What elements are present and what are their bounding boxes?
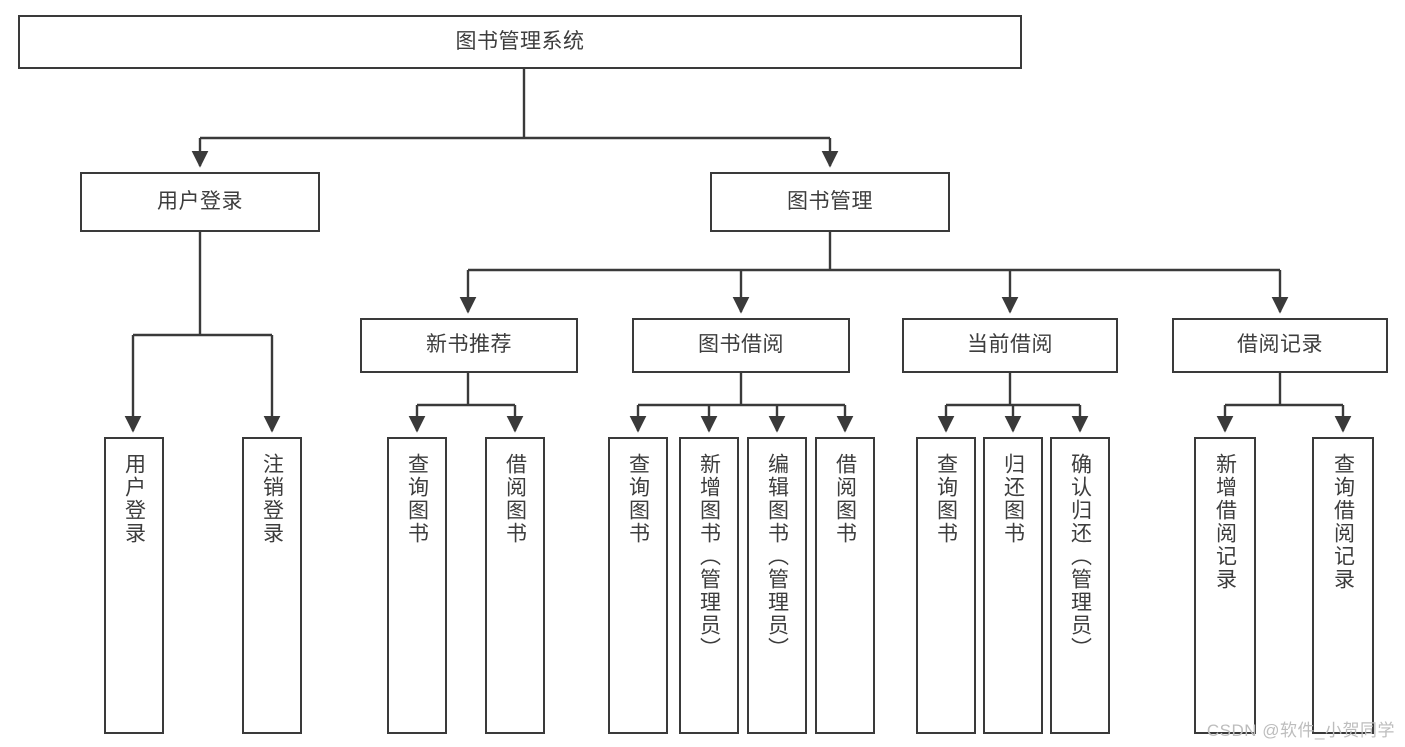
node-user-login-label: 用户登录	[157, 189, 243, 213]
node-borrow-record-label: 借阅记录	[1237, 333, 1323, 357]
leaf-current-query-book[interactable]: 查询图书	[916, 437, 976, 734]
leaf-new-book-borrow-label: 借阅图书	[503, 453, 527, 545]
leaf-current-query-book-label: 查询图书	[934, 453, 958, 545]
leaf-borrow-book[interactable]: 借阅图书	[815, 437, 875, 734]
leaf-add-book-admin-label: 新增图书（管理员）	[697, 453, 721, 660]
leaf-new-book-borrow[interactable]: 借阅图书	[485, 437, 545, 734]
node-current-borrow-label: 当前借阅	[967, 333, 1053, 357]
leaf-query-borrow-record-label: 查询借阅记录	[1331, 453, 1355, 591]
node-user-login[interactable]: 用户登录	[80, 172, 320, 232]
node-root-label: 图书管理系统	[455, 29, 585, 53]
node-book-borrow[interactable]: 图书借阅	[632, 318, 850, 373]
leaf-user-login[interactable]: 用户登录	[104, 437, 164, 734]
leaf-return-book-label: 归还图书	[1001, 453, 1025, 545]
leaf-add-borrow-record-label: 新增借阅记录	[1213, 453, 1237, 591]
leaf-add-borrow-record[interactable]: 新增借阅记录	[1194, 437, 1256, 734]
leaf-borrow-query-book-label: 查询图书	[626, 453, 650, 545]
watermark-text: CSDN @软件_小贺同学	[1206, 721, 1395, 740]
leaf-query-borrow-record[interactable]: 查询借阅记录	[1312, 437, 1374, 734]
node-new-book-recommend[interactable]: 新书推荐	[360, 318, 578, 373]
node-new-book-recommend-label: 新书推荐	[426, 333, 512, 357]
node-book-management-label: 图书管理	[787, 189, 873, 213]
node-book-borrow-label: 图书借阅	[698, 333, 784, 357]
leaf-new-book-query-label: 查询图书	[405, 453, 429, 545]
leaf-logout-login[interactable]: 注销登录	[242, 437, 302, 734]
leaf-borrow-book-label: 借阅图书	[833, 453, 857, 545]
node-borrow-record[interactable]: 借阅记录	[1172, 318, 1388, 373]
node-current-borrow[interactable]: 当前借阅	[902, 318, 1118, 373]
leaf-edit-book-admin-label: 编辑图书（管理员）	[765, 453, 789, 660]
node-root[interactable]: 图书管理系统	[18, 15, 1022, 69]
node-book-management[interactable]: 图书管理	[710, 172, 950, 232]
leaf-confirm-return-admin-label: 确认归还（管理员）	[1068, 453, 1092, 660]
leaf-edit-book-admin[interactable]: 编辑图书（管理员）	[747, 437, 807, 734]
leaf-borrow-query-book[interactable]: 查询图书	[608, 437, 668, 734]
leaf-return-book[interactable]: 归还图书	[983, 437, 1043, 734]
leaf-add-book-admin[interactable]: 新增图书（管理员）	[679, 437, 739, 734]
leaf-user-login-label: 用户登录	[122, 453, 146, 545]
leaf-logout-login-label: 注销登录	[260, 453, 284, 545]
leaf-new-book-query[interactable]: 查询图书	[387, 437, 447, 734]
leaf-confirm-return-admin[interactable]: 确认归还（管理员）	[1050, 437, 1110, 734]
